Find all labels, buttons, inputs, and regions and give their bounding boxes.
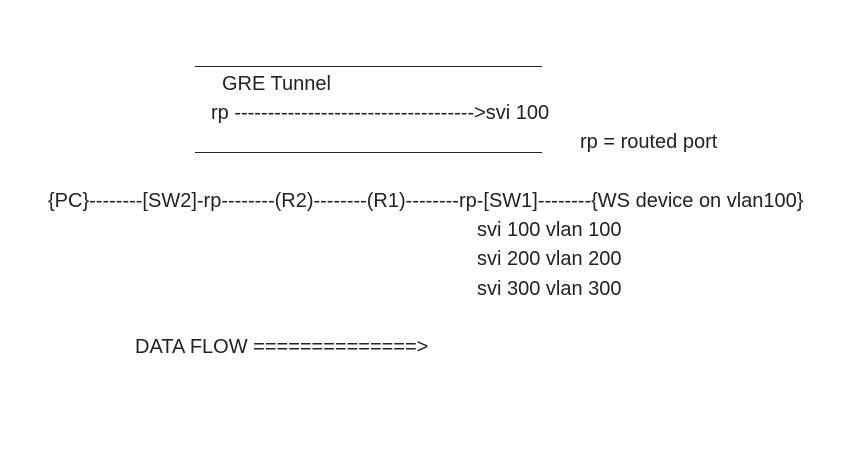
tunnel-path: rp ------------------------------------>… (211, 102, 550, 124)
data-flow-label: DATA FLOW ==============> (135, 336, 429, 358)
tunnel-bottom-rule (195, 152, 542, 153)
tunnel-top-rule (195, 66, 542, 67)
topology-chain: {PC}--------[SW2]-rp--------(R2)--------… (48, 190, 804, 212)
svi-line: svi 100 vlan 100 (477, 219, 622, 241)
svi-line: svi 200 vlan 200 (477, 248, 622, 270)
rp-legend: rp = routed port (580, 131, 718, 153)
tunnel-title: GRE Tunnel (222, 73, 331, 95)
svi-line: svi 300 vlan 300 (477, 278, 622, 300)
